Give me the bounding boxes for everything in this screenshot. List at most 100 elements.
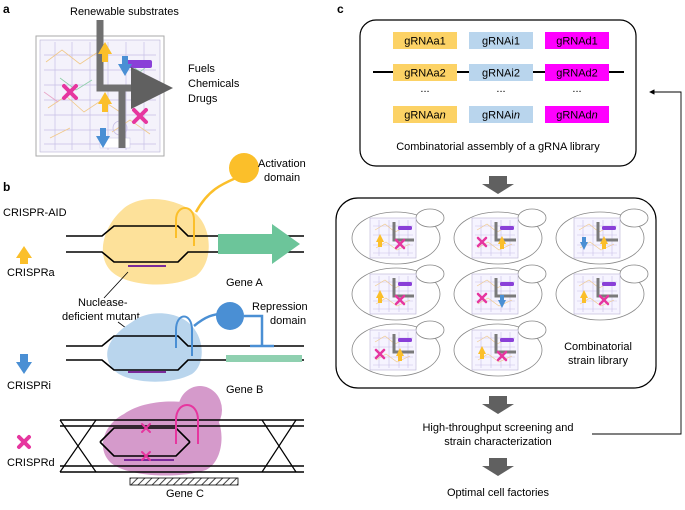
- up-arrow-icon: [498, 236, 506, 249]
- cross-icon: [17, 435, 31, 449]
- cross-icon: [496, 350, 508, 362]
- cell-enzyme-marker: [398, 282, 412, 286]
- down-arrow-icon: [118, 56, 132, 76]
- strain-cell: [453, 320, 547, 377]
- cross-icon: [374, 348, 386, 360]
- grna-label: gRNAa2: [404, 68, 446, 80]
- grna-box: [393, 106, 457, 123]
- strain-cell: [453, 208, 547, 265]
- down-arrow-icon: [482, 176, 514, 194]
- cross-icon: [394, 238, 406, 250]
- grna-label-n: gRNAdn: [556, 110, 598, 122]
- up-arrow-icon: [16, 246, 32, 264]
- repression-domain-label-1: Repression: [252, 301, 308, 313]
- nuclease-mutant-label-1: Nuclease-: [78, 297, 128, 309]
- grna-label: gRNAd1: [556, 36, 598, 48]
- grna-box: [469, 32, 533, 49]
- cross-icon: [62, 84, 148, 124]
- up-arrow-icon: [580, 290, 588, 303]
- cell-enzyme-marker: [398, 226, 412, 230]
- cell-enzyme-marker: [602, 226, 616, 230]
- repression-domain-label-2: domain: [270, 315, 306, 327]
- gene-b-label: Gene B: [226, 384, 263, 396]
- grna-label-base: gRNAa: [404, 110, 440, 122]
- grna-box: [393, 64, 457, 81]
- cell-bud: [619, 208, 649, 228]
- cell-metabolic-map: [368, 272, 418, 316]
- cell-bud: [415, 264, 445, 284]
- cell-enzyme-marker: [602, 282, 616, 286]
- grna-library-caption: Combinatorial assembly of a gRNA library: [396, 141, 600, 153]
- crispra-diagram: [16, 153, 304, 285]
- grna-ellipsis: ...: [420, 83, 429, 95]
- grna-label-suffix: n: [440, 110, 446, 122]
- cell-enzyme-marker: [500, 282, 514, 286]
- panel-b-label: b: [3, 180, 10, 194]
- cell-bud: [517, 264, 547, 284]
- grna-box: [545, 32, 609, 49]
- gene-b-box: [226, 355, 302, 362]
- up-arrow-icon: [478, 346, 486, 359]
- mode-crispra: CRISPRa: [7, 267, 56, 279]
- grna-ellipsis: ...: [572, 83, 581, 95]
- up-arrow-icon: [600, 236, 608, 249]
- screening-label-2: strain characterization: [444, 436, 552, 448]
- up-arrow-icon: [376, 290, 384, 303]
- strain-cell: [555, 208, 649, 265]
- cell-bud: [415, 320, 445, 340]
- activation-domain-label-2: domain: [264, 172, 300, 184]
- cell-bud: [517, 320, 547, 340]
- strain-library-label-2: strain library: [568, 355, 628, 367]
- crispr-aid-label: CRISPR-AID: [3, 207, 67, 219]
- cross-icon: [476, 236, 488, 248]
- cross-icon: [141, 423, 151, 461]
- cell-metabolic-map: [572, 272, 622, 316]
- grna-label-n: gRNAan: [404, 110, 446, 122]
- strain-cell: [351, 320, 445, 377]
- grna-library-box: [359, 19, 637, 167]
- cell-bud: [517, 208, 547, 228]
- grna-label: gRNAi2: [482, 68, 520, 80]
- crisprri-diagram: [16, 302, 304, 382]
- down-arrow-icon: [482, 458, 514, 476]
- grna-label: gRNAa1: [404, 36, 446, 48]
- activation-domain-label-1: Activation: [258, 158, 306, 170]
- up-arrow-icon: [376, 234, 384, 247]
- renewable-substrates-label: Renewable substrates: [70, 6, 179, 18]
- cell-enzyme-marker: [398, 338, 412, 342]
- mode-crisprri: CRISPRi: [7, 380, 51, 392]
- grna-label-n: gRNAin: [482, 110, 520, 122]
- cell-bud: [619, 264, 649, 284]
- grna-box: [545, 106, 609, 123]
- grna-box: [469, 64, 533, 81]
- metabolic-map: [35, 20, 173, 157]
- grna-box: [393, 32, 457, 49]
- strain-library-cells: [351, 208, 649, 377]
- grna-ellipsis: ...: [496, 83, 505, 95]
- cell-bud: [415, 208, 445, 228]
- cross-icon: [394, 294, 406, 306]
- panel-a-label: a: [3, 2, 10, 16]
- gene-a-arrow: [218, 224, 300, 264]
- crisprd-diagram: [17, 386, 304, 486]
- grna-label: gRNAd2: [556, 68, 598, 80]
- down-arrow-icon: [498, 295, 506, 308]
- grna-label-base: gRNAd: [556, 110, 591, 122]
- cell-enzyme-marker: [500, 226, 514, 230]
- cell-metabolic-map: [572, 216, 622, 260]
- grna-box: [545, 64, 609, 81]
- up-arrow-icon: [98, 42, 112, 62]
- output-fuels: Fuels: [188, 63, 215, 75]
- cell-metabolic-map: [368, 216, 418, 260]
- cross-icon: [598, 294, 610, 306]
- output-drugs: Drugs: [188, 93, 218, 105]
- grna-label: gRNAi1: [482, 36, 520, 48]
- gene-c-box: [129, 477, 239, 486]
- strain-cell: [453, 264, 547, 321]
- cell-metabolic-map: [470, 328, 520, 372]
- strain-cell: [555, 264, 649, 321]
- down-arrow-icon: [580, 237, 588, 250]
- strain-cell: [351, 264, 445, 321]
- strain-cell: [351, 208, 445, 265]
